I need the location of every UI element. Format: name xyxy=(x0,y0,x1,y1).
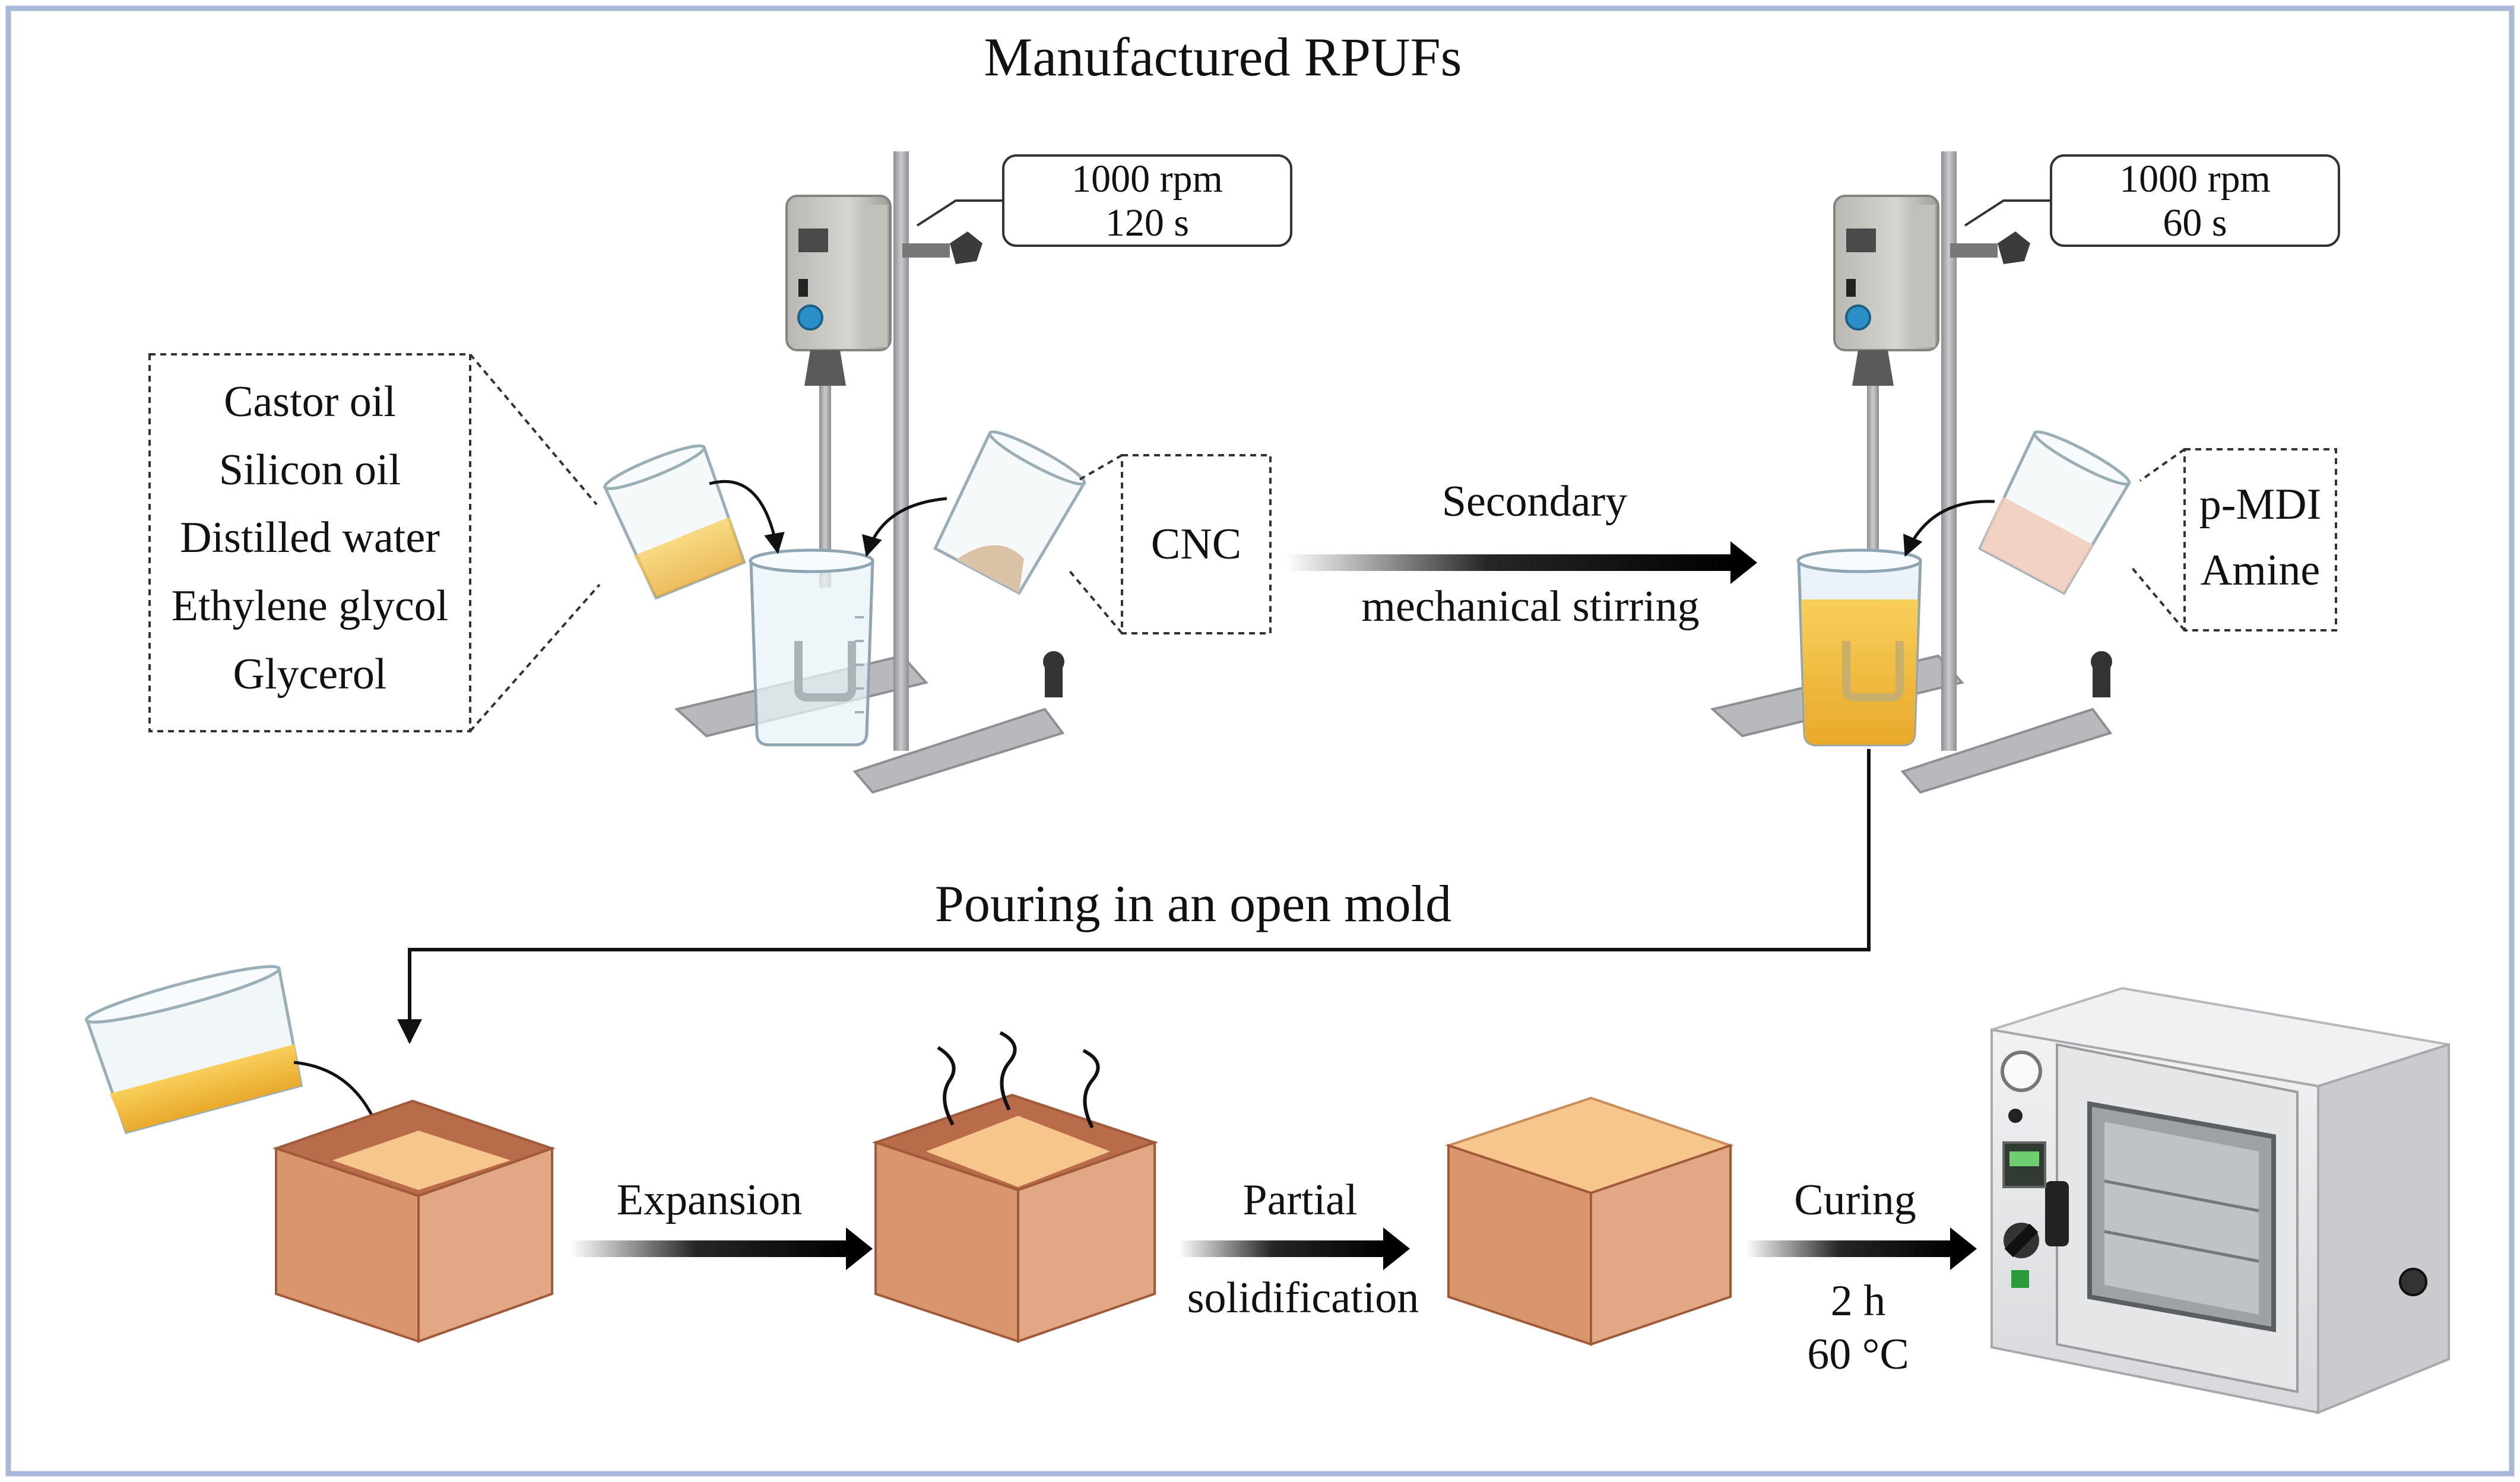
reagents-box xyxy=(2183,448,2337,631)
solidification-arrow-shaft xyxy=(1178,1240,1386,1257)
stirrer-1-time: 120 s xyxy=(1105,201,1190,245)
pouring-beaker-mold xyxy=(84,964,303,1134)
diagram-title: Manufactured RPUFs xyxy=(984,27,1462,87)
ingredient-2: Silicon oil xyxy=(218,445,401,494)
ingredients-callout-lines xyxy=(469,353,601,732)
curing-label: Curing xyxy=(1794,1176,1916,1224)
vapor-line-3 xyxy=(1082,1049,1100,1129)
reagents-callout-lines xyxy=(2130,448,2186,631)
expansion-arrow-head xyxy=(846,1227,873,1270)
ingredient-4: Ethylene glycol xyxy=(171,582,449,631)
open-mold-expanding xyxy=(871,1031,1159,1343)
pour-arrow-yellow xyxy=(709,480,785,554)
figure-frame xyxy=(5,5,2515,1477)
solidification-label: solidification xyxy=(1187,1274,1419,1322)
secondary-label: Secondary xyxy=(1441,477,1628,526)
mechanical-stirring-label: mechanical stirring xyxy=(1361,582,1700,631)
pour-arrow-pmdi xyxy=(1903,500,1995,557)
ingredient-1: Castor oil xyxy=(224,377,396,426)
curing-arrow-shaft xyxy=(1745,1240,1953,1257)
cnc-label: CNC xyxy=(1150,520,1242,569)
reagents-list: p-MDI Amine xyxy=(2185,472,2336,604)
pouring-beaker-pmdi xyxy=(1978,430,2131,595)
mixing-beaker-2 xyxy=(1796,548,1922,747)
curing-arrow-head xyxy=(1950,1227,1977,1270)
solid-foam-block xyxy=(1444,1096,1735,1346)
curing-temperature: 60 °C xyxy=(1807,1330,1909,1379)
vacuum-oven xyxy=(1990,986,2450,1414)
curing-time: 2 h xyxy=(1830,1277,1886,1325)
pouring-label: Pouring in an open mold xyxy=(934,875,1452,933)
pouring-connector-line xyxy=(397,749,1871,1045)
pouring-beaker-cnc xyxy=(933,430,1086,595)
cnc-callout-lines xyxy=(1067,454,1123,634)
vapor-line-2 xyxy=(999,1031,1017,1111)
stirrer-1-speed: 1000 rpm xyxy=(1072,157,1223,201)
expansion-arrow-shaft xyxy=(570,1240,849,1257)
reagent-2: Amine xyxy=(2200,546,2321,595)
overhead-stirrer-1 xyxy=(674,151,1065,794)
cnc-box xyxy=(1121,454,1272,634)
stirrer-2-speed: 1000 rpm xyxy=(2119,157,2271,201)
secondary-stirring-arrow-shaft xyxy=(1285,554,1733,571)
ingredients-list: Castor oil Silicon oil Distilled water E… xyxy=(150,368,470,708)
pour-arrow-cnc xyxy=(862,497,947,557)
secondary-stirring-arrow-head xyxy=(1730,541,1757,584)
mixing-beaker-1 xyxy=(749,548,874,747)
reagent-1: p-MDI xyxy=(2199,480,2322,529)
open-mold-empty xyxy=(272,1099,556,1343)
ingredient-5: Glycerol xyxy=(233,649,387,699)
ingredient-3: Distilled water xyxy=(180,513,440,563)
stirrer-2-settings: 1000 rpm 60 s xyxy=(2051,157,2339,245)
expansion-label: Expansion xyxy=(616,1176,803,1224)
stirrer-2-time: 60 s xyxy=(2163,201,2227,245)
partial-label: Partial xyxy=(1242,1176,1358,1224)
solidification-arrow-head xyxy=(1383,1227,1410,1270)
stirrer-1-settings: 1000 rpm 120 s xyxy=(1003,157,1291,245)
vapor-line-1 xyxy=(937,1046,956,1126)
ingredients-box xyxy=(148,353,471,732)
pouring-beaker-yellow xyxy=(603,444,746,600)
